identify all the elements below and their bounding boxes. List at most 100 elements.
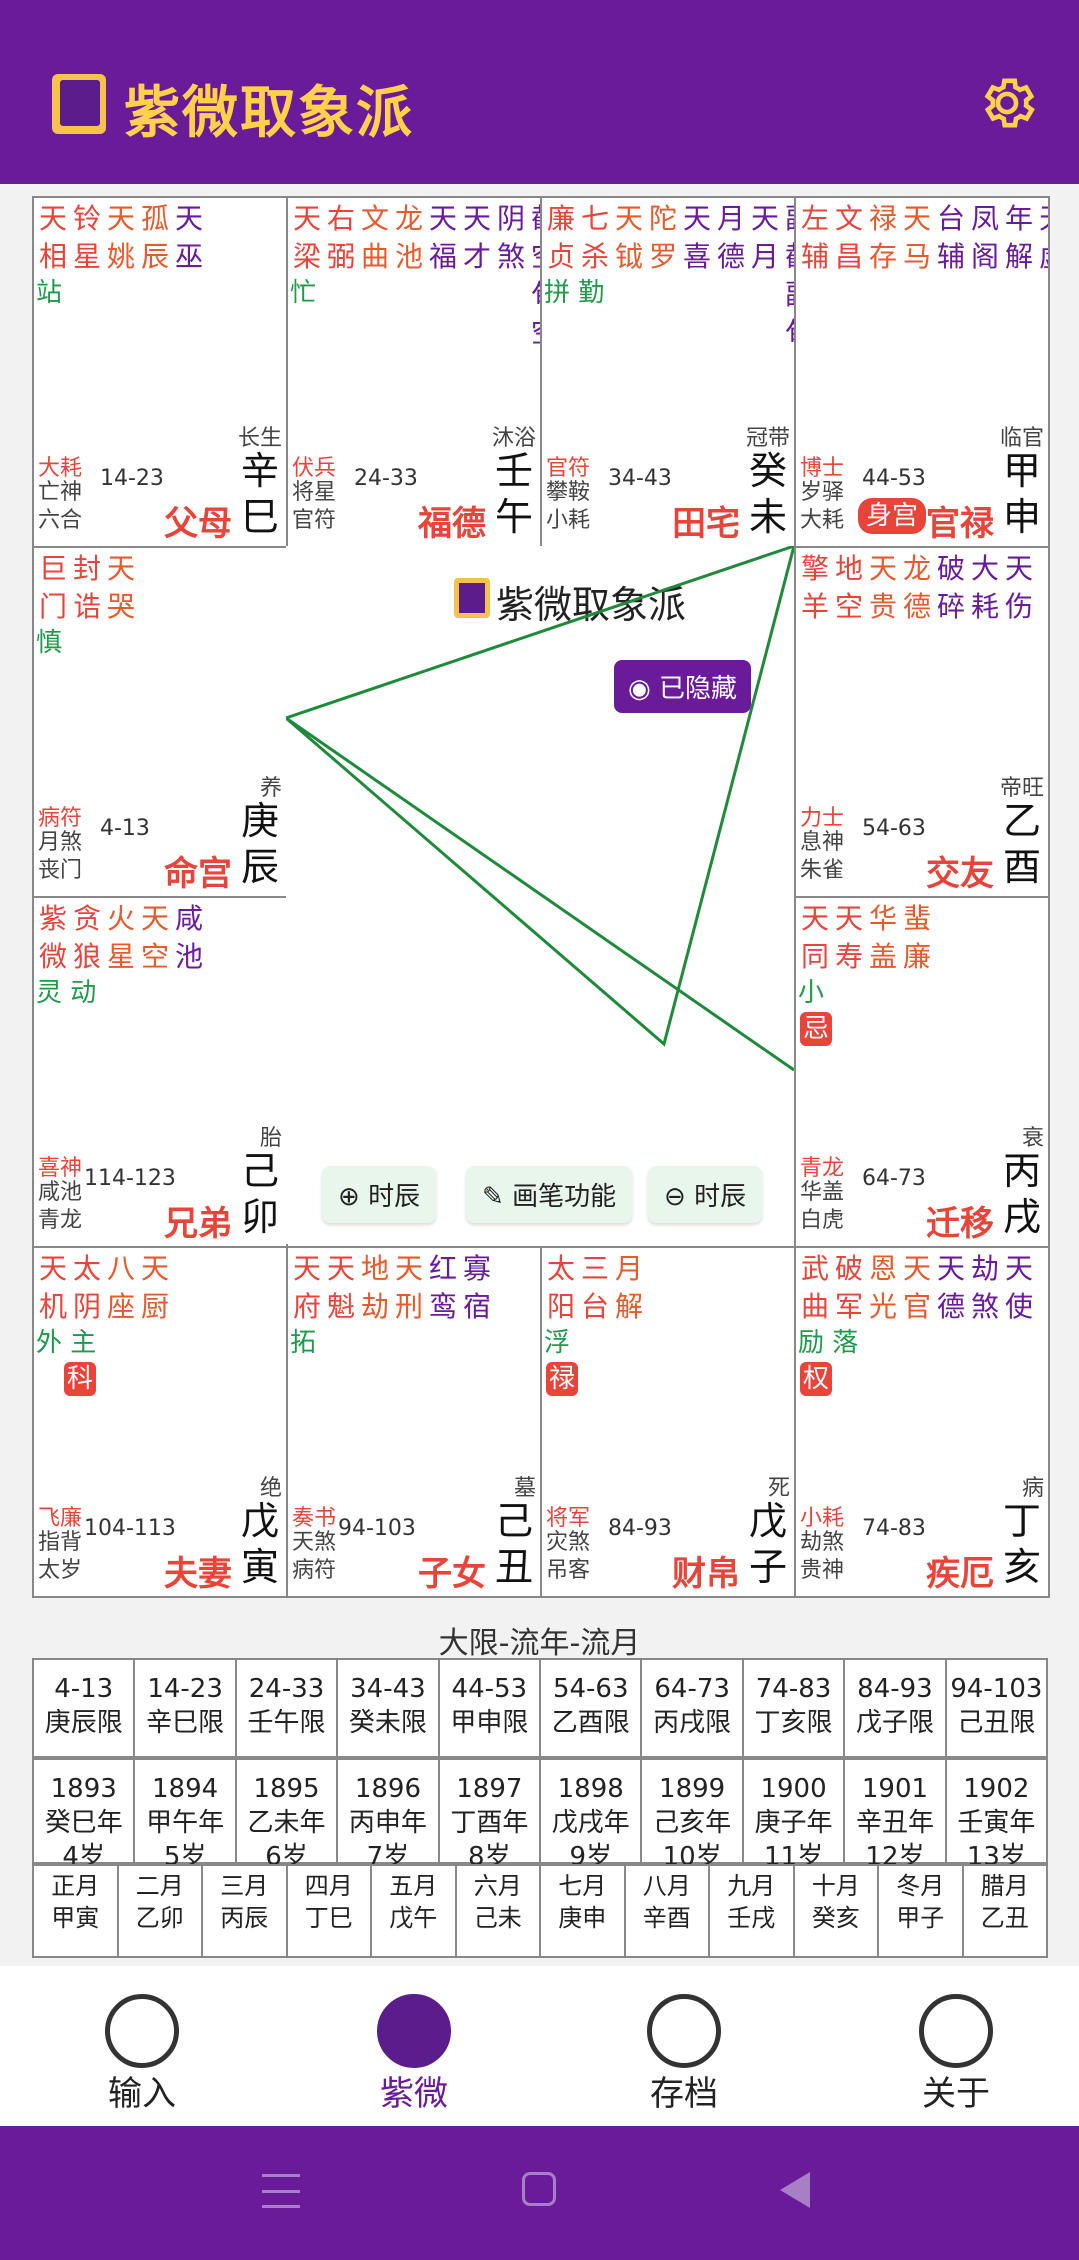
liuyue-cell[interactable]: 腊月乙丑 (963, 1864, 1048, 1958)
next-hour-button[interactable]: ⊖ 时辰 (648, 1166, 763, 1223)
liuyue-cell[interactable]: 六月己未 (456, 1864, 541, 1958)
star-column: 蜚廉 (900, 900, 934, 976)
star-char: 擎 (800, 552, 829, 585)
liuyue-cell[interactable]: 三月丙辰 (203, 1864, 288, 1958)
earthly-branch: 巳 (240, 495, 279, 539)
prev-hour-button[interactable]: ⊕ 时辰 (322, 1166, 437, 1223)
liuyue-cell[interactable]: 五月戊午 (372, 1864, 457, 1958)
star-char: 天 (140, 1252, 169, 1285)
star-column: 天官 (900, 1250, 934, 1326)
boshi-star: 飞廉 (38, 1506, 83, 1531)
star-char: 天 (292, 1252, 321, 1285)
jiangqian-star: 太岁 (38, 1558, 83, 1583)
star-list: 天相铃星天姚孤辰天巫 (36, 200, 206, 276)
star-char: 廉 (902, 940, 931, 973)
menu-icon[interactable] (262, 2174, 300, 2208)
liuyue-cell[interactable]: 二月乙卯 (118, 1864, 203, 1958)
home-icon[interactable] (522, 2172, 556, 2206)
star-char: 巫 (174, 240, 203, 273)
suijian-star: 指背 (38, 1530, 83, 1555)
liuyue-cell[interactable]: 九月壬戌 (710, 1864, 795, 1958)
archive-icon (647, 1994, 721, 2068)
back-icon[interactable] (780, 2172, 810, 2208)
pen-tool-button[interactable]: ✎ 画笔功能 (466, 1166, 633, 1223)
star-char: 禄 (868, 202, 897, 235)
palace-note: 励 落 (798, 1328, 859, 1358)
hidden-toggle-button[interactable]: ◉ 已隐藏 (614, 660, 751, 713)
star-char: 钺 (614, 240, 643, 273)
liunian-cell-line: 丙申年 (348, 1808, 427, 1838)
nav-item-1[interactable]: 紫微 (314, 1966, 514, 2126)
hua-badge: 禄 (546, 1362, 579, 1396)
star-column: 禄存 (866, 200, 900, 276)
liuyue-cell-line: 二月 (135, 1872, 184, 1900)
boshi-star: 奏书 (292, 1506, 337, 1531)
star-column: 天哭 (104, 550, 138, 626)
star-char: 福 (428, 240, 457, 273)
jiangqian-star: 白虎 (800, 1208, 845, 1233)
nav-item-0[interactable]: 输入 (42, 1966, 242, 2126)
liuyue-cell[interactable]: 七月庚申 (541, 1864, 626, 1958)
star-char: 煞 (496, 240, 525, 273)
daxian-cell-line: 4-13 (54, 1674, 114, 1704)
liuyue-cell[interactable]: 十月癸亥 (794, 1864, 879, 1958)
liuyue-cell[interactable]: 冬月甲子 (879, 1864, 964, 1958)
center-title: 紫微取象派 (496, 583, 687, 627)
star-char: 杀 (580, 240, 609, 273)
star-column: 天贵 (866, 550, 900, 626)
info-icon (919, 1994, 993, 2068)
age-range: 14-23 (100, 466, 164, 491)
star-char: 寡 (462, 1252, 491, 1285)
suijian-star: 华盖 (800, 1180, 845, 1205)
suijian-star: 月煞 (38, 830, 83, 855)
star-char: 天 (682, 202, 711, 235)
liuyue-cell[interactable]: 四月丁巳 (287, 1864, 372, 1958)
nav-item-3[interactable]: 关于 (856, 1966, 1056, 2126)
boshi-star: 力士 (800, 806, 845, 831)
star-char: 厨 (140, 1290, 169, 1323)
star-char: 魁 (326, 1290, 355, 1323)
jiangqian-star: 小耗 (546, 508, 591, 533)
liuyue-cell[interactable]: 八月辛酉 (625, 1864, 710, 1958)
heavenly-stem: 甲 (1002, 449, 1041, 493)
gear-icon[interactable] (976, 72, 1038, 134)
liunian-cell-line: 1900 (760, 1774, 827, 1804)
liuyue-cell[interactable]: 正月甲寅 (34, 1864, 119, 1958)
star-char: 星 (72, 240, 101, 273)
star-char: 煞 (970, 1290, 999, 1323)
nav-item-2[interactable]: 存档 (584, 1966, 784, 2126)
star-char: 太 (72, 1252, 101, 1285)
